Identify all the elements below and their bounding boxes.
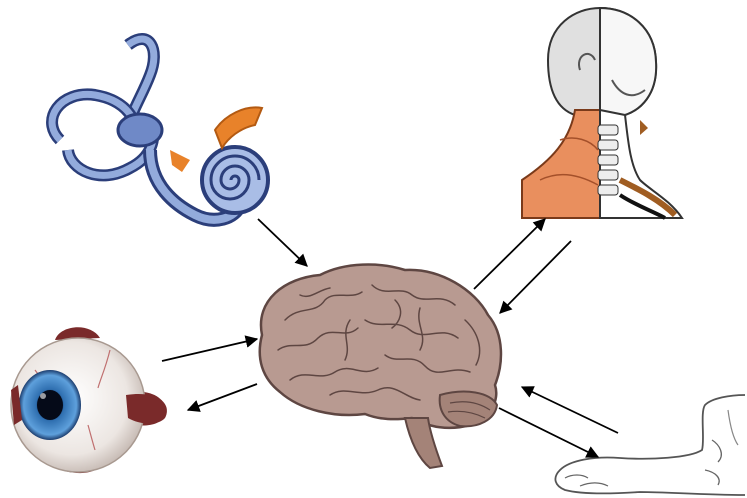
eyeball-icon xyxy=(11,327,167,473)
brain-icon xyxy=(260,265,501,468)
arrow-brain-to-eye xyxy=(188,384,257,410)
arrow-eye-to-brain xyxy=(162,339,257,361)
foot-icon xyxy=(555,395,745,495)
arrow-ear-to-brain xyxy=(258,219,307,266)
inner-ear-icon xyxy=(52,39,268,220)
neck-muscles-icon xyxy=(520,8,682,218)
